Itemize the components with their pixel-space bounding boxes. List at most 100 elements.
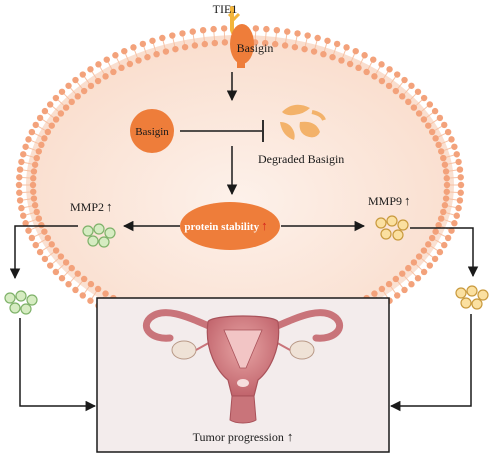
membrane-lipid-tail bbox=[415, 264, 423, 271]
membrane-lipid-tail bbox=[22, 191, 31, 194]
membrane-lipid-head bbox=[426, 101, 434, 108]
membrane-lipid-head bbox=[281, 42, 289, 49]
membrane-lipid-tail bbox=[264, 32, 267, 41]
membrane-lipid-head bbox=[30, 188, 37, 195]
membrane-lipid-head bbox=[46, 262, 54, 269]
membrane-lipid-head bbox=[378, 285, 386, 293]
membrane-lipid-head bbox=[414, 275, 422, 282]
membrane-lipid-head bbox=[35, 215, 43, 222]
basigin-label: Basigin bbox=[135, 126, 169, 138]
membrane-lipid-tail bbox=[409, 93, 417, 101]
membrane-lipid-head bbox=[271, 40, 279, 48]
membrane-lipid-head bbox=[25, 227, 32, 234]
membrane-lipid-head bbox=[451, 143, 458, 150]
basigin-node bbox=[130, 109, 174, 153]
membrane-lipid-head bbox=[36, 114, 44, 122]
membrane-lipid-head bbox=[46, 101, 54, 108]
membrane-lipid-head bbox=[153, 50, 160, 58]
membrane-lipid-tail bbox=[125, 53, 130, 62]
membrane-lipid-tail bbox=[182, 36, 186, 45]
membrane-lipid-head bbox=[385, 82, 393, 90]
arrow-mmp9-to-box bbox=[389, 314, 472, 412]
membrane-lipid-tail bbox=[99, 66, 105, 75]
membrane-lipid-head bbox=[33, 154, 40, 162]
membrane-lipid-tail bbox=[22, 169, 32, 172]
membrane-lipid-tail bbox=[425, 112, 433, 119]
membrane-lipid-head bbox=[410, 104, 418, 111]
membrane-lipid-head bbox=[425, 122, 432, 129]
membrane-lipid-head bbox=[441, 161, 449, 168]
mmp2-cluster-outside bbox=[4, 290, 38, 315]
membrane-lipid-tail bbox=[425, 251, 433, 258]
membrane-lipid-head bbox=[262, 39, 269, 47]
membrane-lipid-head bbox=[441, 241, 448, 249]
membrane-lipid-tail bbox=[57, 99, 65, 106]
membrane-lipid-head bbox=[443, 188, 450, 195]
cell bbox=[15, 25, 465, 346]
membrane-lipid-head bbox=[441, 121, 448, 129]
membrane-lipid-head bbox=[16, 174, 23, 181]
membrane-lipid-tail bbox=[31, 225, 39, 230]
uterus-icon bbox=[142, 309, 344, 424]
membrane-lipid-head bbox=[304, 32, 311, 39]
membrane-lipid-head bbox=[74, 93, 81, 100]
membrane-lipid-tail bbox=[443, 147, 452, 151]
membrane-lipid-tail bbox=[438, 232, 446, 238]
membrane-lipid-tail bbox=[143, 46, 147, 55]
membrane-lipid-head bbox=[41, 228, 48, 235]
membrane-lipid-head bbox=[394, 71, 401, 78]
membrane-lipid-head bbox=[414, 88, 422, 95]
membrane-lipid-head bbox=[31, 161, 39, 168]
membrane-lipid-head bbox=[199, 26, 207, 34]
membrane-lipid-tail bbox=[415, 99, 423, 106]
membrane-lipid-head bbox=[87, 82, 95, 90]
membrane-lipid-head bbox=[444, 234, 452, 242]
inhibition-icon bbox=[180, 120, 264, 142]
membrane-lipid-head bbox=[408, 82, 415, 89]
membrane-lipid-head bbox=[410, 259, 418, 266]
membrane-lipid-head bbox=[149, 37, 156, 44]
membrane-lipid-head bbox=[18, 158, 25, 166]
membrane-lipid-tail bbox=[323, 43, 328, 52]
membrane-lipid-head bbox=[361, 52, 368, 59]
membrane-lipid-tail bbox=[22, 176, 31, 179]
membrane-lipid-head bbox=[72, 286, 79, 294]
membrane-lipid-head bbox=[191, 42, 199, 49]
membrane-lipid-tail bbox=[434, 239, 442, 245]
membrane-lipid-head bbox=[420, 116, 428, 123]
membrane-lipid-head bbox=[428, 128, 436, 136]
membrane-lipid-head bbox=[443, 175, 450, 182]
membrane-lipid-head bbox=[159, 34, 166, 42]
membrane-lipid-head bbox=[455, 204, 462, 212]
membrane-lipid-tail bbox=[52, 258, 59, 264]
membrane-lipid-tail bbox=[294, 36, 298, 45]
membrane-lipid-head bbox=[457, 174, 464, 181]
membrane-lipid-head bbox=[52, 94, 60, 102]
membrane-lipid-tail bbox=[447, 162, 456, 165]
membrane-lipid-head bbox=[103, 56, 110, 63]
membrane-lipid-head bbox=[30, 168, 38, 175]
membrane-lipid-tail bbox=[25, 154, 34, 158]
membrane-lipid-tail bbox=[390, 286, 396, 294]
membrane-lipid-tail bbox=[42, 119, 50, 125]
membrane-lipid-head bbox=[324, 37, 331, 44]
membrane-lipid-tail bbox=[172, 38, 176, 47]
membrane-lipid-tail bbox=[275, 33, 278, 42]
membrane-lipid-head bbox=[15, 181, 23, 189]
membrane-lipid-head bbox=[44, 128, 52, 136]
membrane-lipid-tail bbox=[192, 34, 195, 43]
membrane-lipid-head bbox=[32, 241, 39, 249]
membrane-lipid-head bbox=[405, 98, 412, 106]
membrane-lipid-tail bbox=[70, 275, 77, 283]
membrane-lipid-head bbox=[112, 52, 119, 59]
mmp2-cluster-inside bbox=[82, 223, 116, 248]
membrane-lipid-head bbox=[57, 110, 65, 117]
membrane-lipid-head bbox=[314, 34, 321, 42]
membrane-lipid-tail bbox=[213, 32, 216, 41]
membrane-lipid-head bbox=[52, 116, 60, 123]
membrane-lipid-head bbox=[415, 253, 423, 260]
membrane-lipid-tail bbox=[31, 140, 39, 145]
membrane-lipid-head bbox=[252, 25, 260, 32]
membrane-lipid-tail bbox=[47, 112, 55, 119]
